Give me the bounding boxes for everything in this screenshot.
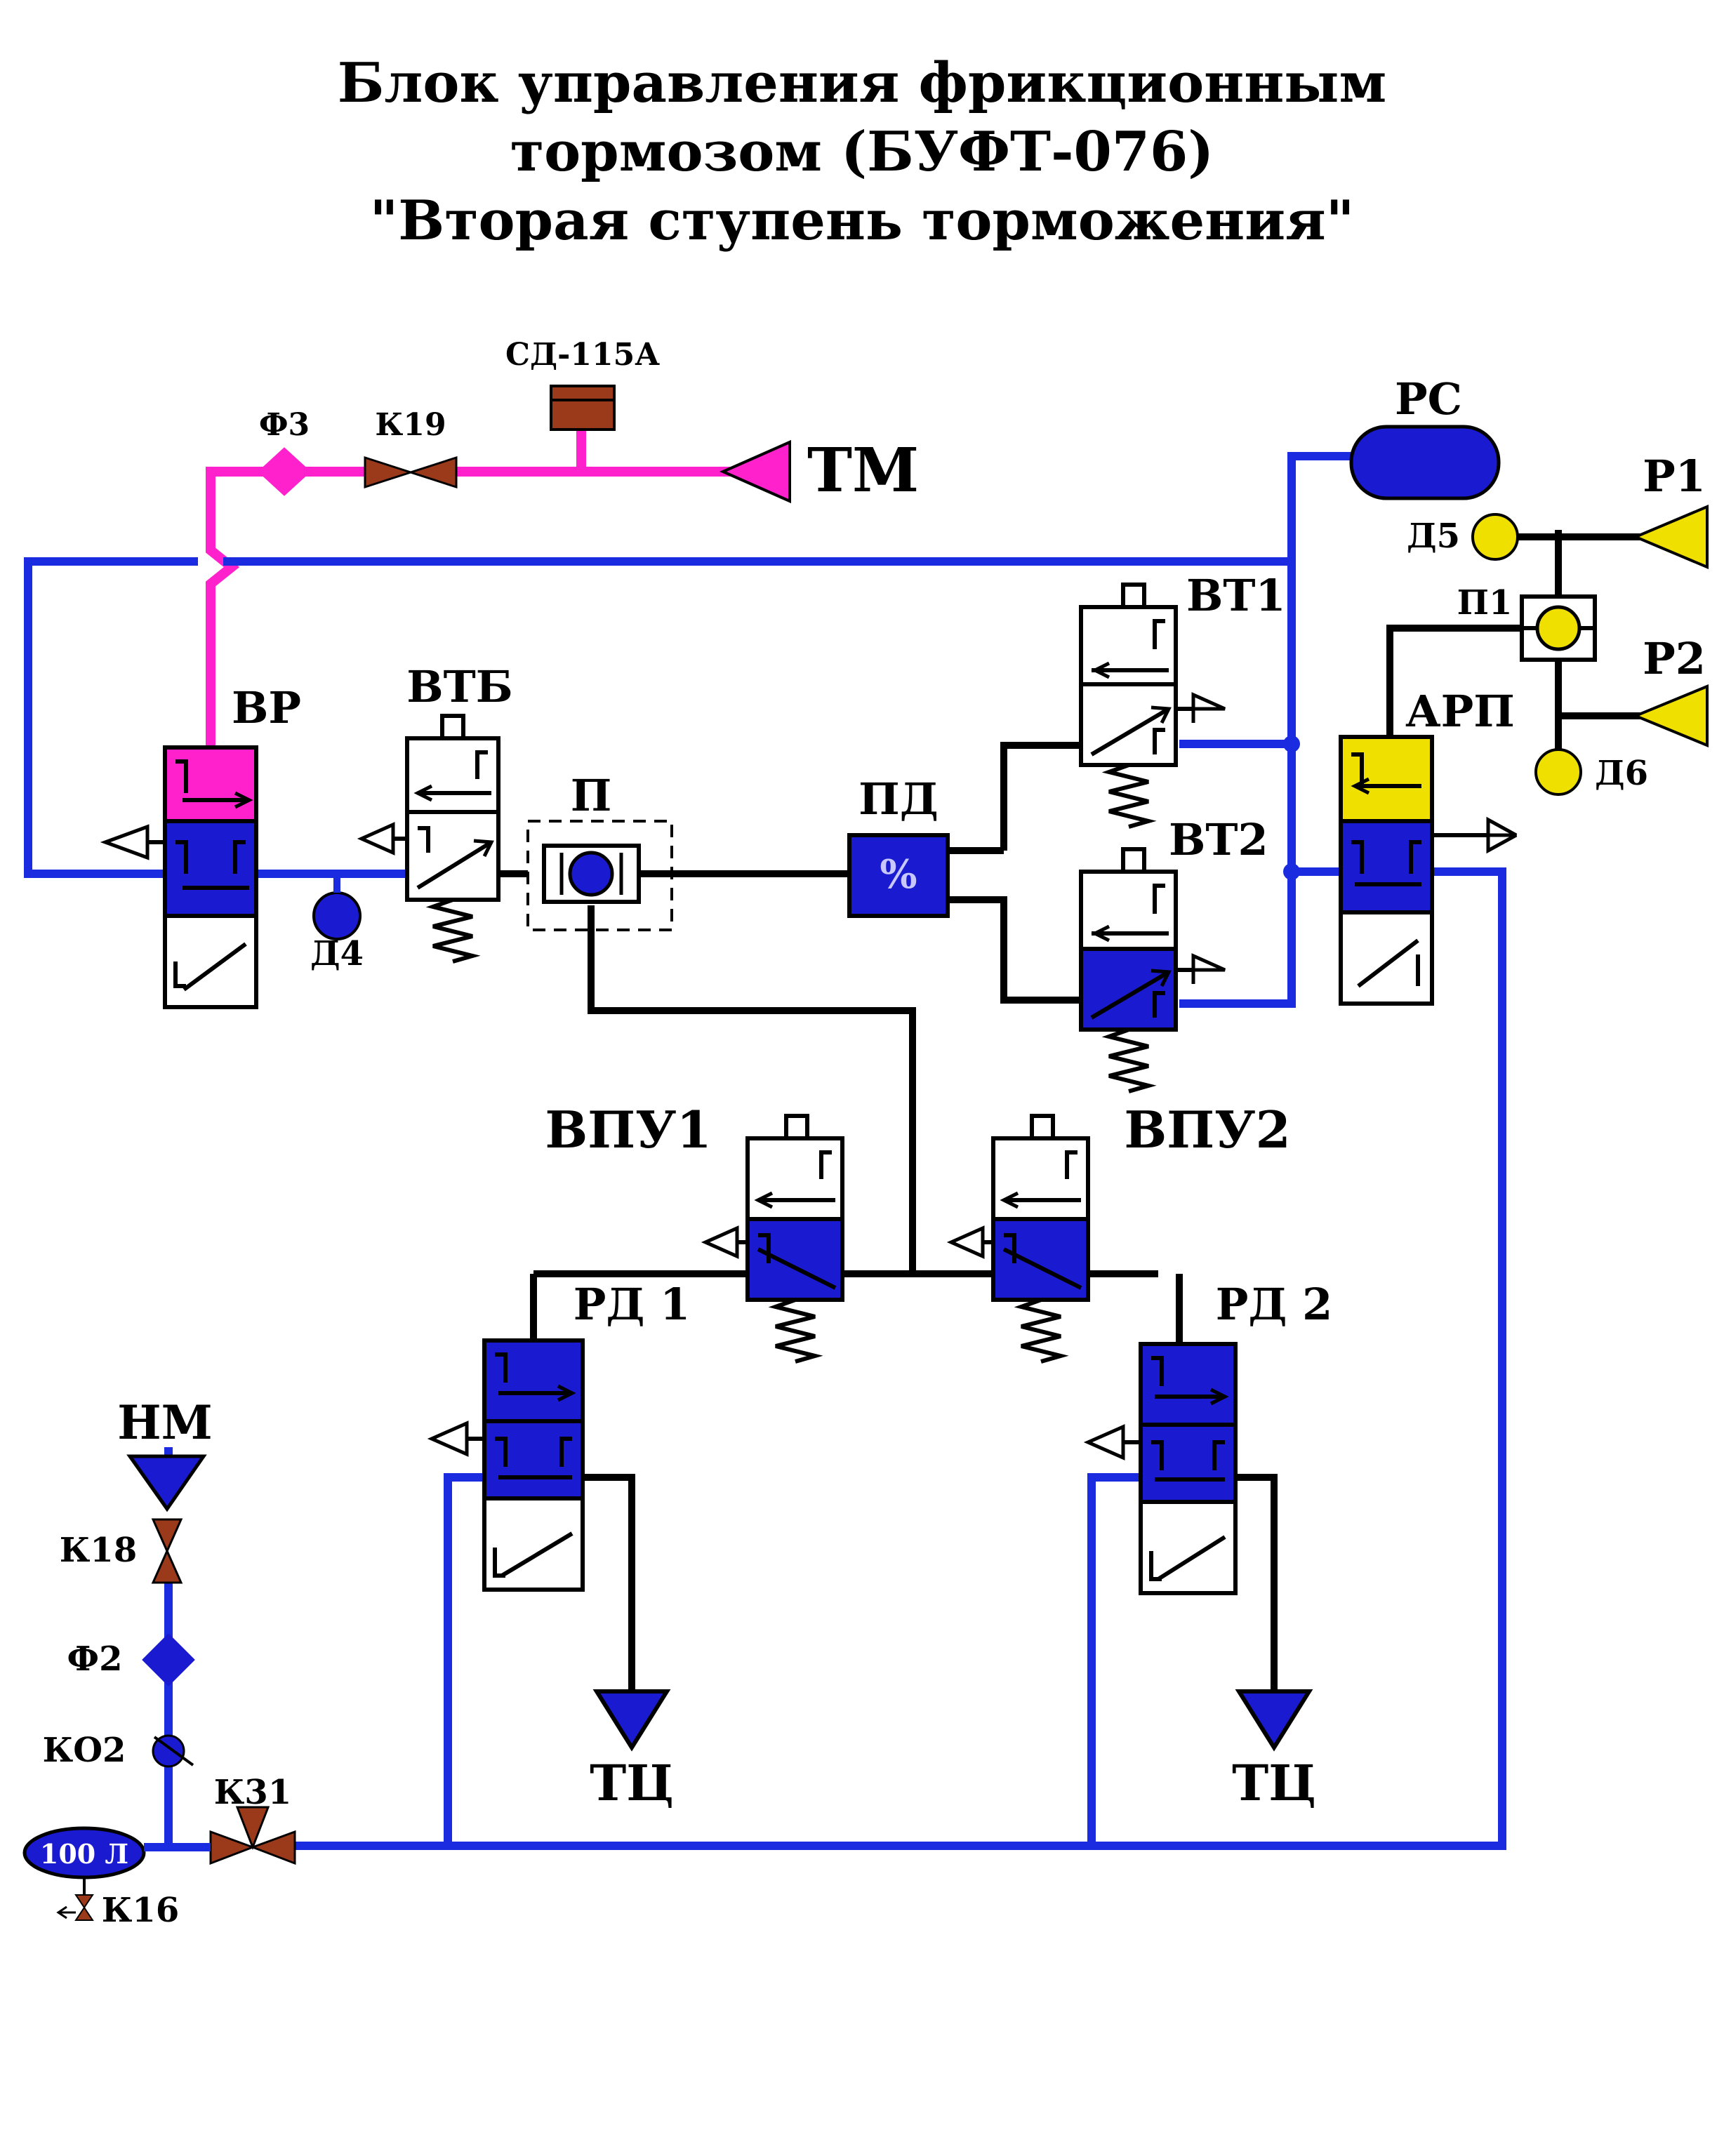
- vtb-label: ВТБ: [406, 661, 513, 712]
- vr-exhaust-icon: [100, 824, 150, 860]
- vpu1-label: ВПУ1: [545, 1100, 711, 1159]
- rd2-valve: [1139, 1342, 1238, 1595]
- vt2-label: ВТ2: [1169, 814, 1268, 865]
- tc2-label: ТЦ: [1232, 1754, 1316, 1812]
- pd-label: ПД: [858, 773, 939, 825]
- rd1-exhaust-icon: [427, 1420, 469, 1457]
- d5-label: Д5: [1407, 517, 1460, 556]
- p-label: П: [571, 770, 612, 821]
- k16-label: К16: [102, 1891, 179, 1930]
- p2-label: Р2: [1643, 633, 1706, 684]
- f3-filter-icon: [258, 447, 311, 496]
- vpu2-valve: [991, 1114, 1090, 1362]
- rd2-label: РД 2: [1216, 1279, 1332, 1330]
- vpu2-exhaust-icon: [946, 1225, 985, 1259]
- k31-valve-icon: [209, 1806, 296, 1865]
- k18-label: К18: [60, 1531, 137, 1570]
- title-line-2: тормозом (БУФТ-076): [510, 120, 1214, 184]
- d6-sensor-icon: [1534, 748, 1582, 796]
- tm-connector-icon: [720, 439, 791, 504]
- nm-label: НМ: [117, 1395, 212, 1450]
- d5-sensor-icon: [1471, 513, 1519, 561]
- title-line-3: "Вторая ступень торможения": [369, 189, 1355, 253]
- f2-label: Ф2: [67, 1639, 123, 1679]
- p1-label: Р1: [1643, 451, 1706, 502]
- rs-reservoir: [1349, 425, 1501, 500]
- vpu1-exhaust-icon: [701, 1225, 739, 1259]
- arp-valve: [1339, 735, 1434, 1006]
- vt1-valve: [1079, 583, 1178, 827]
- rd1-valve: [482, 1338, 585, 1592]
- rs-label: РС: [1395, 373, 1462, 425]
- vr-valve: [163, 745, 258, 1009]
- p1-check-valve: [1520, 594, 1597, 662]
- vtb-exhaust-icon: [357, 822, 395, 856]
- vt2-valve: [1079, 847, 1178, 1091]
- p1-connector-icon: [1631, 504, 1709, 570]
- vr-label: ВР: [232, 682, 301, 733]
- pd-regulator: [847, 833, 950, 918]
- k16-valve-icon: [74, 1894, 94, 1921]
- k18-valve-icon: [151, 1518, 183, 1584]
- p-double-check-valve: [526, 820, 673, 931]
- pd-symbol: %: [880, 851, 917, 898]
- diagram-title: Блок управления фрикционным тормозом (БУ…: [0, 49, 1724, 255]
- k31-label: К31: [214, 1773, 291, 1812]
- tm-label: ТМ: [807, 435, 919, 506]
- vtb-valve: [405, 714, 500, 961]
- control-pipes: [498, 530, 1650, 1691]
- tc1-cylinder-icon: [592, 1689, 671, 1752]
- pp1-label: П1: [1457, 583, 1513, 623]
- sd115a-label: СД-115А: [505, 337, 660, 373]
- vt2-exhaust-icon: [1191, 953, 1226, 984]
- title-line-1: Блок управления фрикционным: [337, 51, 1387, 115]
- tc1-label: ТЦ: [590, 1754, 674, 1812]
- rd2-exhaust-icon: [1083, 1424, 1125, 1460]
- ko2-label: КО2: [43, 1731, 126, 1770]
- rd1-label: РД 1: [573, 1279, 690, 1330]
- sd115a-block: [550, 385, 616, 431]
- f3-label: Ф3: [259, 407, 310, 443]
- brake-line-pipes: [206, 430, 730, 747]
- k19-valve-icon: [364, 455, 458, 489]
- arp-exhaust-icon: [1457, 816, 1518, 854]
- vpu1-valve: [745, 1114, 844, 1362]
- k19-label: К19: [375, 407, 446, 443]
- d4-label: Д4: [310, 934, 364, 973]
- junction-dot: [1283, 736, 1300, 752]
- nm-connector-icon: [126, 1454, 207, 1512]
- vt1-label: ВТ1: [1186, 570, 1286, 621]
- junction-dot: [1283, 863, 1300, 880]
- f2-filter-icon: [142, 1633, 195, 1686]
- vpu2-label: ВПУ2: [1124, 1100, 1290, 1159]
- d6-label: Д6: [1595, 754, 1648, 793]
- p2-connector-icon: [1631, 684, 1709, 747]
- arp-label: АРП: [1405, 686, 1515, 737]
- tc2-cylinder-icon: [1235, 1689, 1313, 1752]
- tank-label: 100 Л: [40, 1838, 128, 1870]
- supply-pipes: [24, 452, 1506, 1850]
- d4-sensor-icon: [312, 891, 362, 940]
- vt1-exhaust-icon: [1191, 692, 1226, 723]
